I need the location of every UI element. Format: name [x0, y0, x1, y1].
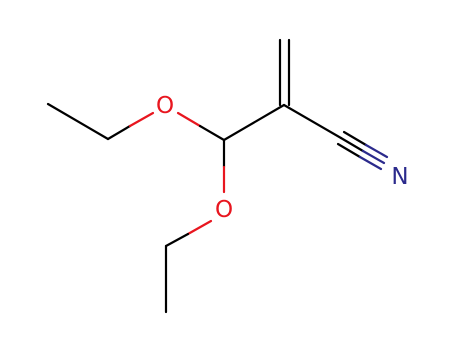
oxygen-atom-lower: O: [215, 197, 233, 223]
bond-alkene-nitrile-carbon: [282, 103, 343, 140]
upper-ethyl-group: [46, 102, 155, 141]
triple-bond-line-1-nitrogen: [364, 143, 389, 159]
bond-oxygen-acetal-upper-carbon-part: [198, 124, 226, 142]
alkene-double-bond: [278, 38, 291, 107]
bond-methyl-methylene-upper: [46, 102, 110, 141]
triple-bond-line-2-carbon: [339, 136, 365, 153]
oxygen-atom-upper: O: [156, 93, 174, 119]
triple-bond-line-3-carbon: [336, 142, 362, 159]
bond-acetal-alkene: [222, 103, 286, 142]
triple-bond-line-1-carbon: [342, 130, 368, 147]
upper-oxygen-acetal-bond: [176, 111, 226, 142]
bond-oxygen-methylene-lower-carbon-part: [164, 232, 190, 248]
bond-methylene-oxygen-upper-oxygen-part: [128, 111, 155, 128]
bond-oxygen-acetal-upper-oxygen-part: [176, 111, 202, 128]
triple-bond-line-3-nitrogen: [358, 155, 383, 171]
bond-methylene-oxygen-upper-carbon-part: [106, 124, 132, 141]
nitrile-triple-bond: [336, 130, 389, 171]
lower-ethyl-group: [164, 219, 213, 314]
nitrogen-atom: N: [391, 164, 408, 190]
bond-oxygen-methylene-lower-oxygen-part: [186, 219, 213, 236]
triple-bond-line-2-nitrogen: [361, 149, 386, 165]
